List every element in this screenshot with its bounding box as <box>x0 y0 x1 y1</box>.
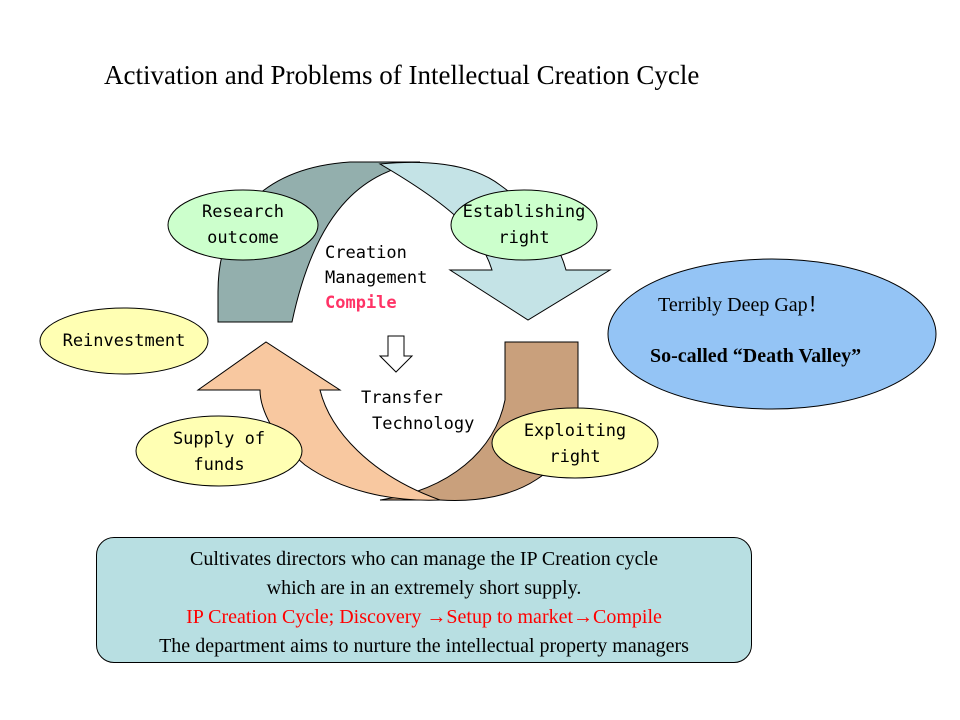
node-exploiting-label: Exploiting right <box>523 421 627 467</box>
node-exploiting-shape <box>491 407 659 479</box>
node-reinvestment-shape <box>39 307 209 375</box>
down-arrow-icon <box>378 335 414 373</box>
center-technology: Technology <box>372 414 475 434</box>
gap-shape <box>607 258 937 410</box>
note-line-4: The department aims to nurture the intel… <box>159 635 689 657</box>
node-supply-shape <box>135 415 303 487</box>
node-research-shape <box>167 189 319 261</box>
gap-line-2: So-called “Death Valley” <box>650 345 862 367</box>
note-line-1: Cultivates directors who can manage the … <box>190 548 658 570</box>
center-management: Management <box>325 268 428 288</box>
node-research-label: Research outcome <box>202 202 284 248</box>
note-line-3: IP Creation Cycle; Discovery →Setup to m… <box>186 606 662 628</box>
node-reinvestment-label: Reinvestment <box>62 331 186 351</box>
node-supply-label: Supply of funds <box>172 429 266 475</box>
arrow-bottom-left <box>196 341 441 501</box>
note-line-2: which are in an extremely short supply. <box>266 577 582 599</box>
gap-line-1: Terribly Deep Gap！ <box>658 294 828 316</box>
note-box: Cultivates directors who can manage the … <box>96 537 752 663</box>
page-title: Activation and Problems of Intellectual … <box>104 60 700 90</box>
center-creation: Creation <box>325 243 407 263</box>
node-establishing-label: Establishing right <box>462 202 586 248</box>
node-establishing-shape <box>450 189 598 261</box>
center-compile: Compile <box>325 293 397 313</box>
center-transfer: Transfer <box>361 388 443 408</box>
